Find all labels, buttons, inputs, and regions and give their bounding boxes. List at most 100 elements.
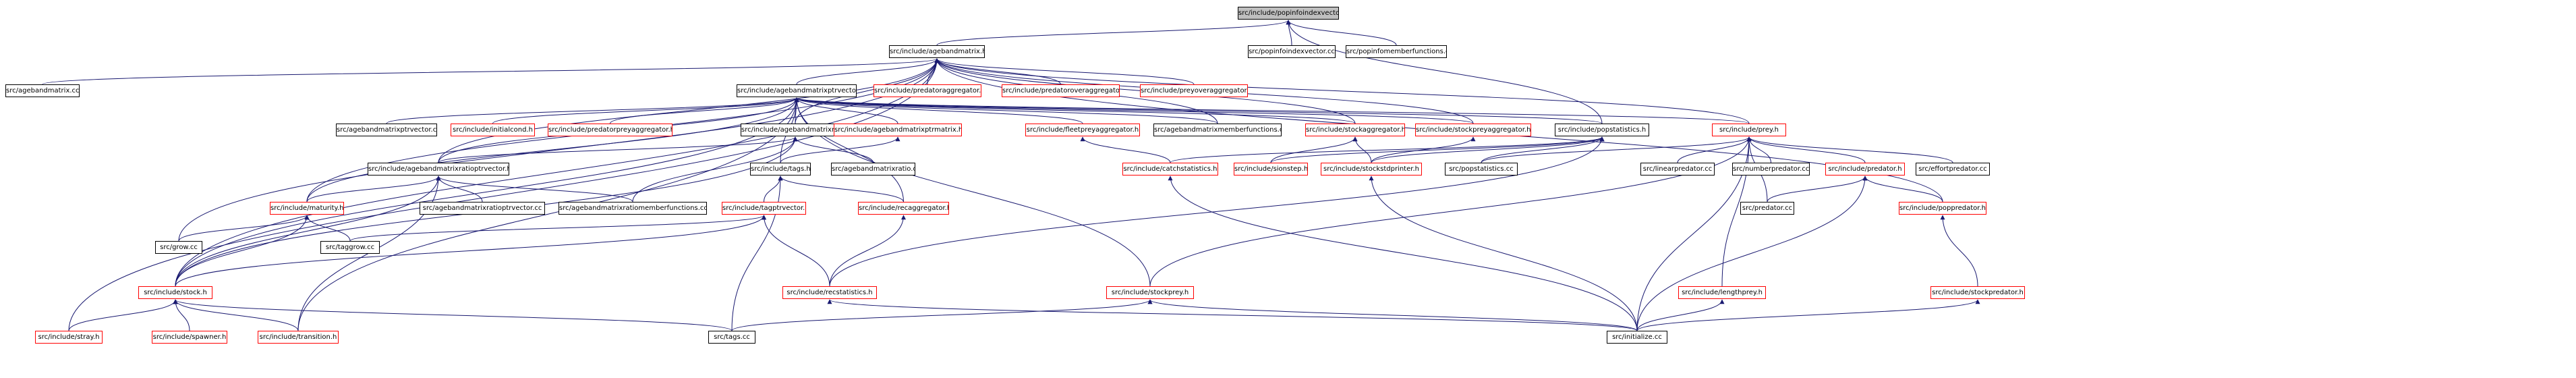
node-agebandmatrixmemberfunctions-cc[interactable]: src/agebandmatrixmemberfunctions.cc — [1153, 124, 1282, 136]
include-edge — [1369, 176, 1638, 331]
node-popstatistics-h[interactable]: src/include/popstatistics.h — [1555, 124, 1649, 136]
include-edge — [68, 299, 178, 331]
include-edge — [1286, 20, 1397, 46]
node-grow-cc[interactable]: src/grow.cc — [155, 241, 202, 254]
node-agebandmatrixratio-cc[interactable]: src/agebandmatrixratio.cc — [831, 163, 915, 176]
node-spawner-h[interactable]: src/include/spawner.h — [152, 331, 227, 344]
include-edge — [173, 299, 733, 331]
include-edge — [386, 97, 799, 124]
include-edge — [306, 176, 441, 202]
node-predatoroveraggregator-h[interactable]: src/include/predatoroveraggregator.h — [1002, 84, 1120, 97]
node-recaggregator-h[interactable]: src/include/recaggregator.h — [858, 202, 949, 215]
node-predatoraggregator-h[interactable]: src/include/predatoraggregator.h — [874, 84, 981, 97]
node-popinfoindexvector-cc[interactable]: src/popinfoindexvector.cc — [1248, 45, 1336, 58]
node-predatorpreyaggregator-h[interactable]: src/include/predatorpreyaggregator.h — [548, 124, 672, 136]
node-root[interactable]: src/include/popinfoindexvector.h — [1238, 7, 1339, 20]
include-edge — [1170, 136, 1605, 163]
node-tags-cc[interactable]: src/tags.cc — [708, 331, 755, 344]
include-edge — [1286, 20, 1603, 124]
include-edge — [1147, 299, 1638, 331]
include-edge — [731, 299, 1153, 331]
include-edge — [934, 58, 1195, 85]
node-agebandmatrixptrmatrix-h[interactable]: src/include/agebandmatrixptrmatrix.h — [834, 124, 962, 136]
include-edge — [1940, 215, 1978, 287]
include-edge — [306, 97, 799, 202]
include-edge — [1746, 136, 1771, 163]
node-agebandmatrixptrvector-cc[interactable]: src/agebandmatrixptrvector.cc — [336, 124, 437, 136]
node-stockpredator-h[interactable]: src/include/stockpredator.h — [1930, 286, 2025, 299]
node-sionstep-h[interactable]: src/include/sionstep.h — [1234, 163, 1308, 176]
include-edge — [1636, 299, 1725, 331]
include-edge — [829, 215, 906, 287]
include-edge — [1636, 299, 1980, 331]
include-edge — [1721, 136, 1752, 287]
node-agebandmatrix-h[interactable]: src/include/agebandmatrix.h — [889, 45, 985, 58]
node-initialcond-h[interactable]: src/include/initialcond.h — [451, 124, 535, 136]
include-edge — [794, 97, 1218, 124]
include-edge — [175, 215, 766, 287]
include-edge — [795, 58, 940, 124]
include-edge — [1746, 136, 1866, 163]
node-poppredator-h[interactable]: src/include/poppredator.h — [1899, 202, 1986, 215]
node-stock-h[interactable]: src/include/stock.h — [138, 286, 212, 299]
node-stockpreyaggregator-h[interactable]: src/include/stockpreyaggregator.h — [1415, 124, 1531, 136]
node-lengthprey-h[interactable]: src/include/lengthprey.h — [1678, 286, 1766, 299]
node-transition-h[interactable]: src/include/transition.h — [258, 331, 339, 344]
include-edge — [829, 136, 1605, 287]
node-initialize-cc[interactable]: src/initialize.cc — [1607, 331, 1667, 344]
include-edge — [1080, 136, 1171, 163]
include-edge — [297, 97, 799, 331]
node-popstatistics-cc[interactable]: src/popstatistics.cc — [1445, 163, 1518, 176]
include-edge — [764, 176, 783, 202]
node-predator-h[interactable]: src/include/predator.h — [1825, 163, 1905, 176]
include-edge — [1677, 136, 1752, 163]
node-stray-h[interactable]: src/include/stray.h — [35, 331, 103, 344]
include-edge — [632, 136, 798, 202]
node-predator-cc[interactable]: src/predator.cc — [1740, 202, 1794, 215]
include-edge — [304, 215, 351, 242]
include-edge — [1767, 176, 1868, 202]
include-edge — [175, 176, 441, 287]
node-stockstdprinter-h[interactable]: src/include/stockstdprinter.h — [1321, 163, 1422, 176]
node-agebandmatrixptrvector-h[interactable]: src/include/agebandmatrixptrvector.h — [737, 84, 857, 97]
include-edge — [178, 215, 310, 242]
include-edge — [492, 97, 799, 124]
node-agebandmatrixratioptrvector-h[interactable]: src/include/agebandmatrixratioptrvector.… — [368, 163, 509, 176]
node-agebandmatrix-cc[interactable]: src/agebandmatrix.cc — [5, 84, 80, 97]
include-edge — [438, 136, 798, 163]
node-fleetpreyaggregator-h[interactable]: src/include/fleetpreyaggregator.h — [1025, 124, 1140, 136]
include-edge — [794, 97, 1474, 124]
node-agebandmatrixratiomemberfunctions-cc[interactable]: src/agebandmatrixratiomemberfunctions.cc — [559, 202, 707, 215]
node-tagptrvector-h[interactable]: src/include/tagptrvector.h — [722, 202, 806, 215]
include-edge — [793, 136, 874, 163]
include-edge — [438, 58, 940, 163]
include-edge — [794, 97, 898, 124]
include-edge — [794, 97, 1083, 124]
node-catchstatistics-h[interactable]: src/include/catchstatistics.h — [1122, 163, 1218, 176]
include-edge — [1746, 136, 1953, 163]
include-edge — [349, 215, 766, 242]
node-effortpredator-cc[interactable]: src/effortpredator.cc — [1916, 163, 1990, 176]
node-maturity-h[interactable]: src/include/maturity.h — [270, 202, 344, 215]
include-edge — [827, 299, 1638, 331]
node-agebandmatrixratioptrvector-cc[interactable]: src/agebandmatrixratioptrvector.cc — [420, 202, 545, 215]
node-numberpredator-cc[interactable]: src/numberpredator.cc — [1732, 163, 1810, 176]
include-edge — [1168, 176, 1638, 331]
include-edge — [173, 299, 190, 331]
node-stockprey-h[interactable]: src/include/stockprey.h — [1106, 286, 1194, 299]
node-linearpredator-cc[interactable]: src/linearpredator.cc — [1640, 163, 1715, 176]
include-edge — [1371, 136, 1476, 163]
include-edge — [934, 58, 1750, 124]
include-edge — [1481, 136, 1752, 163]
node-recstatistics-h[interactable]: src/include/recstatistics.h — [782, 286, 877, 299]
node-popinfomemberfunctions-cc[interactable]: src/popinfomemberfunctions.cc — [1346, 45, 1447, 58]
node-tags-h[interactable]: src/include/tags.h — [750, 163, 811, 176]
include-edge — [1371, 136, 1605, 163]
node-prey-h[interactable]: src/include/prey.h — [1712, 124, 1786, 136]
include-edge — [731, 176, 783, 331]
node-preyoveraggregator-h[interactable]: src/include/preyoveraggregator.h — [1140, 84, 1248, 97]
node-stockaggregator-h[interactable]: src/include/stockaggregator.h — [1305, 124, 1405, 136]
include-edge — [794, 97, 904, 202]
node-taggrow-cc[interactable]: src/taggrow.cc — [320, 241, 380, 254]
